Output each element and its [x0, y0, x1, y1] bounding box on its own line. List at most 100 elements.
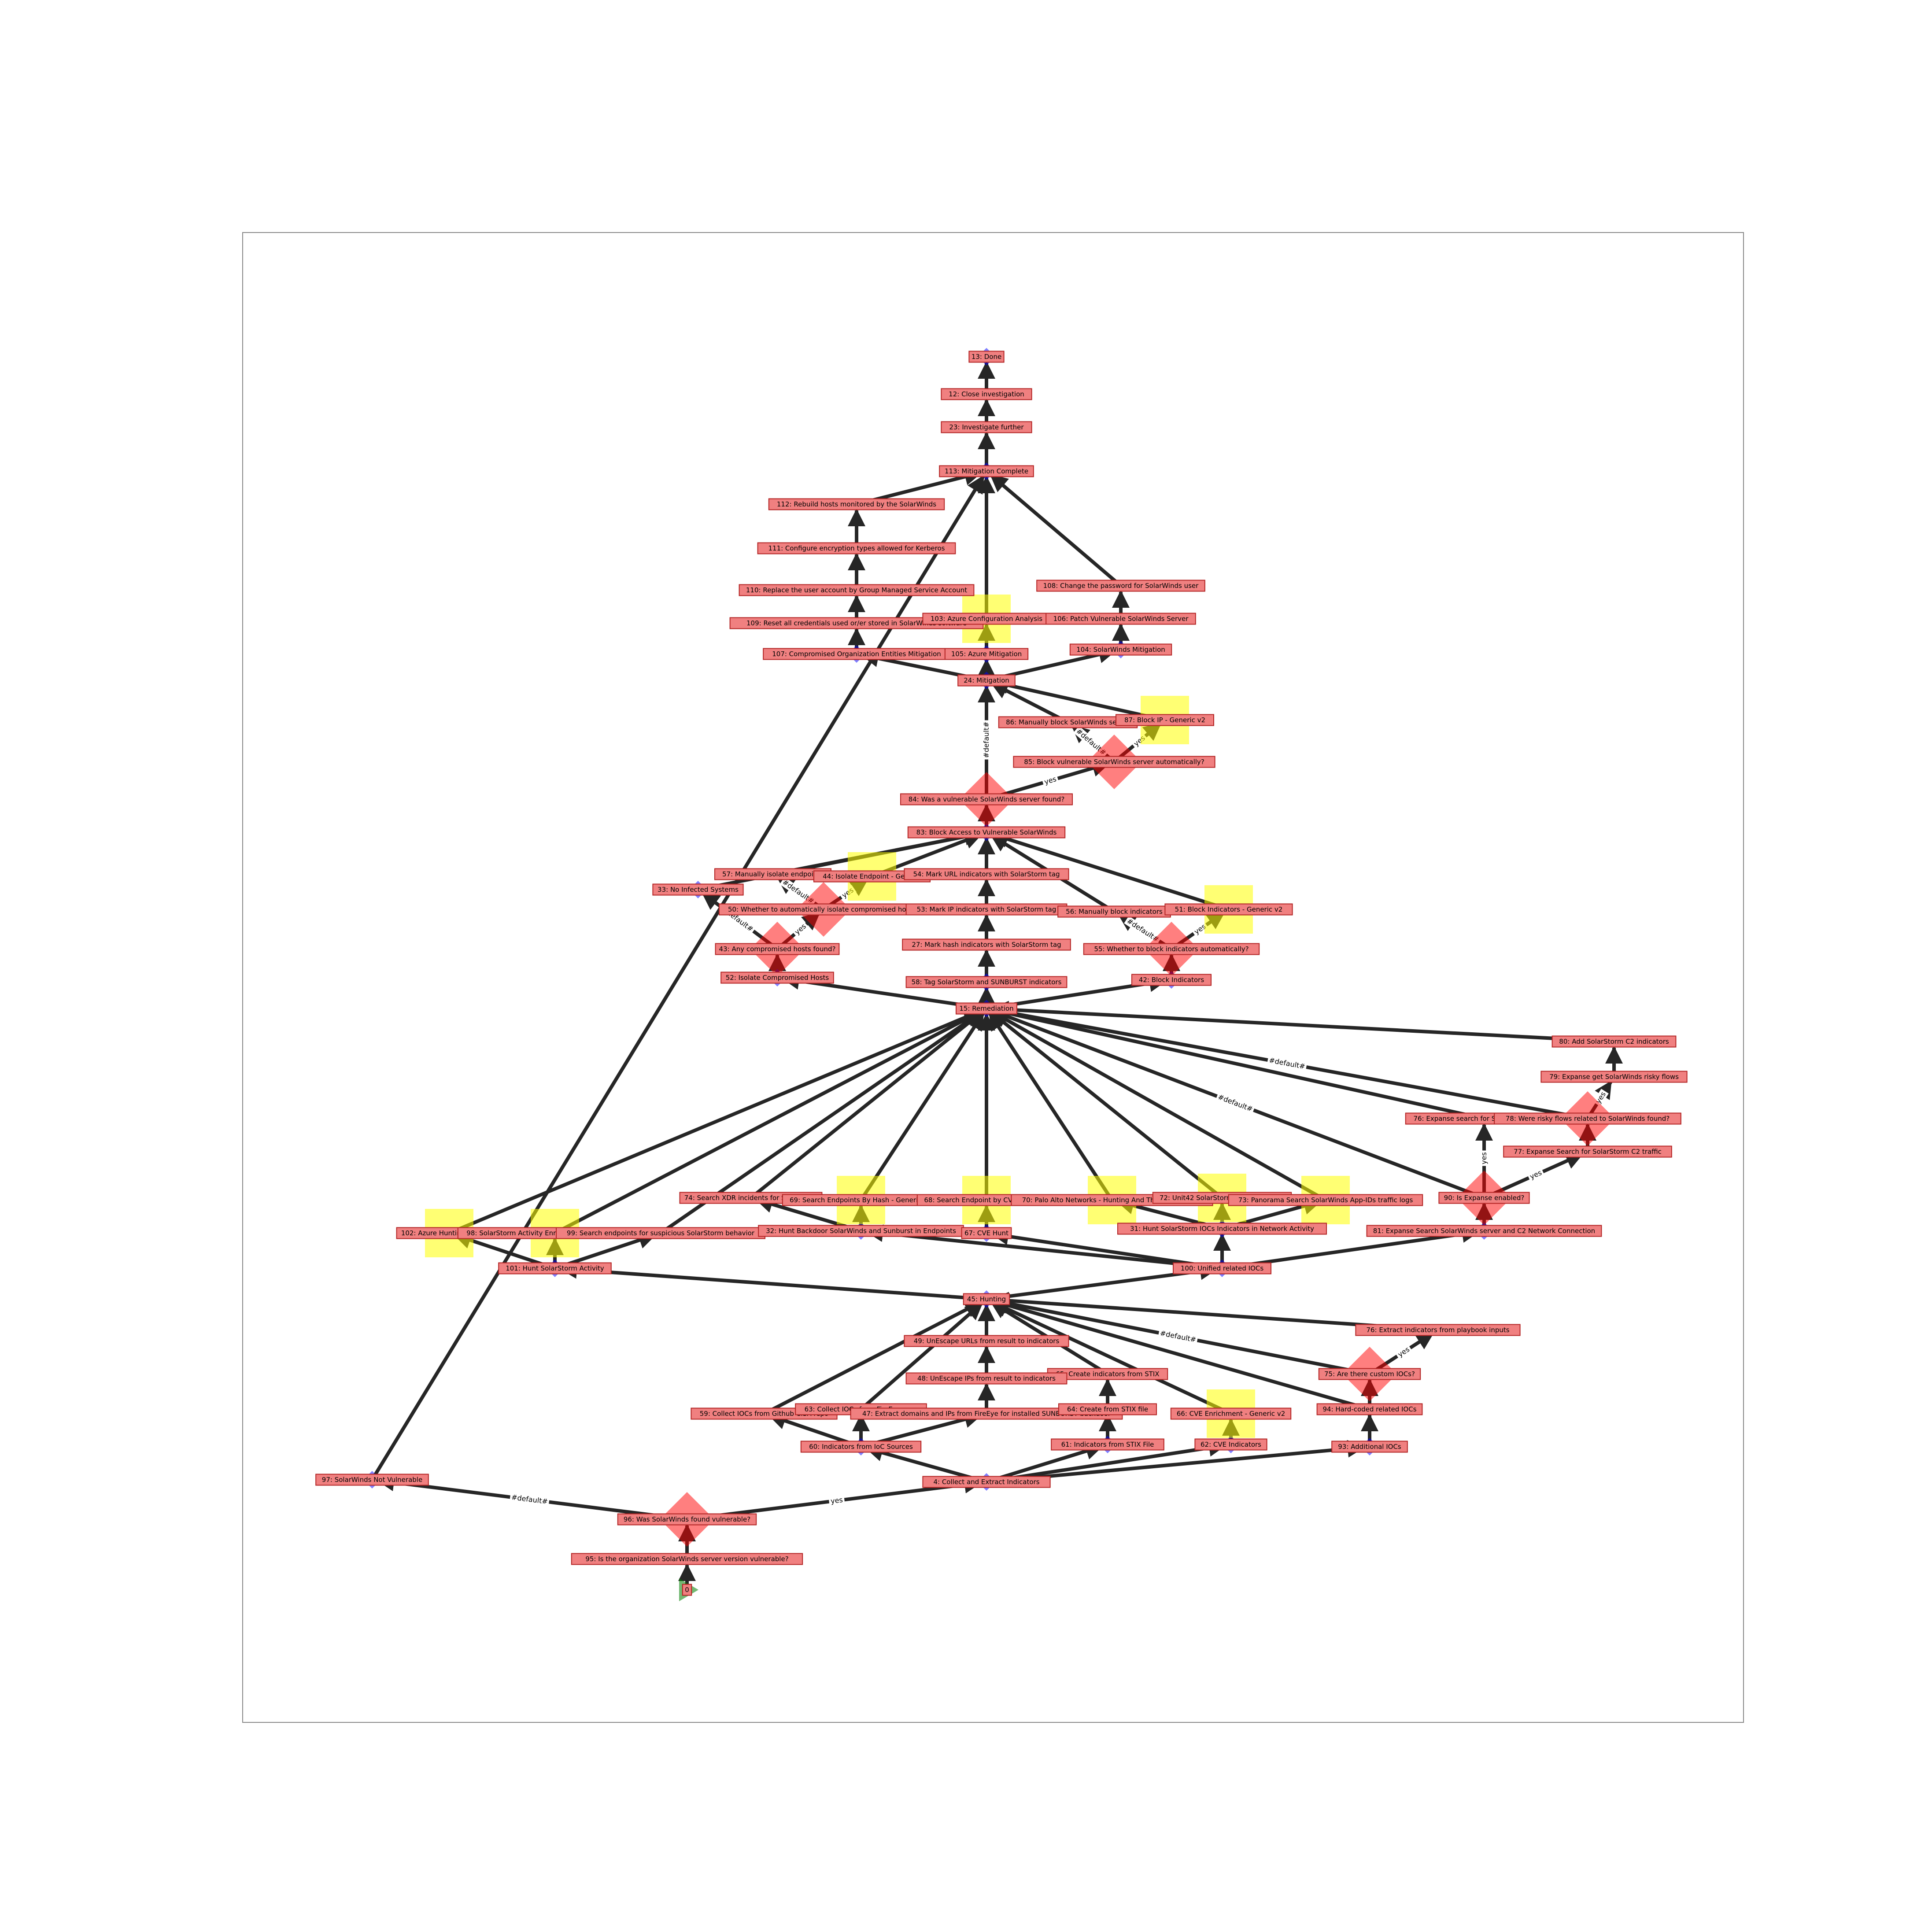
node-78: 78: Were risky flows related to SolarWin…	[1494, 1112, 1681, 1125]
node-56: 56: Manually block indicators	[1057, 905, 1171, 918]
node-33: 33: No Infected Systems	[652, 883, 744, 896]
node-label: 105: Azure Mitigation	[951, 650, 1022, 658]
node-86: 86: Manually block SolarWinds server	[998, 716, 1138, 728]
edge-label-bg	[1124, 916, 1162, 945]
node-label: 57: Manually isolate endpoints	[722, 870, 824, 878]
node-label: 13: Done	[972, 353, 1001, 361]
edge-label-text: #default#	[1268, 1056, 1306, 1071]
edge-label: #default#	[1215, 1092, 1256, 1115]
node-label: 48: UnEscape IPs from result to indicato…	[917, 1374, 1056, 1382]
edge-label-bg	[1158, 1328, 1198, 1345]
node-label: 77: Expanse Search for SolarStorm C2 tra…	[1514, 1148, 1662, 1156]
node-label: 45: Hunting	[967, 1295, 1006, 1303]
node-label: 95: Is the organization SolarWinds serve…	[585, 1555, 788, 1563]
node-label-bg	[957, 674, 1016, 687]
node-80: 80: Add SolarStorm C2 indicators	[1552, 1035, 1677, 1048]
node-label: 54: Mark URL indicators with SolarStorm …	[913, 870, 1060, 878]
node-label: 94: Hard-coded related IOCs	[1322, 1405, 1416, 1413]
edge-label: #default#	[1158, 1328, 1198, 1345]
node-label: 110: Replace the user account by Group M…	[746, 586, 967, 594]
node-43: 43: Any compromised hosts found?	[715, 943, 840, 955]
node-label-bg	[571, 1553, 803, 1565]
node-label-bg	[1058, 1403, 1157, 1415]
node-label-bg	[556, 1227, 765, 1239]
node-label-bg	[1228, 1194, 1423, 1206]
diagram-frame	[242, 232, 1744, 1723]
edge-label-bg	[510, 1492, 550, 1507]
node-label: 111: Configure encryption types allowed …	[768, 544, 945, 552]
node-13: 13: Done	[968, 351, 1005, 363]
edge-87-to-24	[990, 676, 1165, 722]
node-label-bg	[905, 903, 1068, 916]
node-label: 31: Hunt SolarStorm IOCs Indicators in N…	[1130, 1225, 1314, 1233]
edge-label-bg	[828, 1495, 845, 1506]
node-15: 15: Remediation	[956, 1002, 1017, 1015]
node-label-bg	[1069, 643, 1172, 656]
node-60: 60: Indicators from IoC Sources	[800, 1441, 922, 1453]
node-label-bg	[1131, 974, 1212, 986]
node-label-bg	[1366, 1225, 1602, 1237]
node-label-bg	[1164, 903, 1293, 916]
node-label: 112: Rebuild hosts monitored by the Sola…	[777, 500, 936, 508]
edge-label-text: yes	[830, 1496, 843, 1505]
edge-label-bg	[1267, 1056, 1308, 1071]
node-label: 79: Expanse get SolarWinds risky flows	[1549, 1073, 1679, 1081]
node-label-bg	[1083, 943, 1260, 955]
edge-label: #default#	[510, 1492, 550, 1507]
node-94: 94: Hard-coded related IOCs	[1316, 1403, 1423, 1415]
node-0: 0	[682, 1584, 692, 1596]
edge-59-to-45	[763, 1300, 983, 1415]
node-112: 112: Rebuild hosts monitored by the Sola…	[768, 498, 945, 510]
node-label-bg	[1045, 613, 1196, 625]
node-4: 4: Collect and Extract Indicators	[922, 1476, 1051, 1488]
edge-label-text: #default#	[1159, 1329, 1197, 1344]
node-label: 50: Whether to automatically isolate com…	[728, 905, 919, 913]
node-label-bg	[498, 1262, 612, 1274]
edge-94-to-45	[990, 1297, 1371, 1411]
node-label-bg	[922, 1476, 1051, 1488]
node-label: 66: CVE Enrichment - Generic v2	[1177, 1410, 1286, 1418]
node-108: 108: Change the password for SolarWinds …	[1036, 580, 1205, 592]
node-104: 104: SolarWinds Mitigation	[1069, 643, 1172, 656]
node-57: 57: Manually isolate endpoints	[714, 868, 831, 880]
node-label: 106: Patch Vulnerable SolarWinds Server	[1053, 615, 1189, 623]
node-label: 104: SolarWinds Mitigation	[1076, 646, 1165, 654]
node-label-bg	[961, 1227, 1012, 1239]
node-65: 65: Create indicators from STIX	[1047, 1368, 1168, 1380]
edge-label-bg	[1042, 774, 1059, 787]
node-label: 67: CVE Hunt	[964, 1229, 1008, 1237]
node-66: 66: CVE Enrichment - Generic v2	[1170, 1407, 1292, 1420]
edge-label-bg	[1527, 1167, 1545, 1182]
node-label: 51: Block Indicators - Generic v2	[1175, 905, 1283, 913]
edge-label-text: #default#	[1217, 1093, 1254, 1113]
node-label-bg	[939, 465, 1034, 477]
node-84: 84: Was a vulnerable SolarWinds server f…	[900, 793, 1073, 805]
edge-97-to-113	[370, 475, 985, 1481]
node-label: 100: Unified related IOCs	[1181, 1264, 1264, 1272]
node-87: 87: Block IP - Generic v2	[1116, 714, 1214, 726]
node-label: 44: Isolate Endpoint - Generic	[823, 872, 921, 880]
node-label-bg	[1173, 1262, 1271, 1274]
node-label: 62: CVE Indicators	[1201, 1441, 1261, 1448]
edge-98-to-15	[554, 1009, 983, 1235]
node-label-bg	[1318, 1368, 1421, 1380]
node-label: 90: Is Expanse enabled?	[1444, 1194, 1525, 1202]
node-label: 87: Block IP - Generic v2	[1124, 716, 1205, 724]
node-48: 48: UnEscape IPs from result to indicato…	[905, 1372, 1068, 1385]
node-label-bg	[768, 498, 945, 510]
node-label: 99: Search endpoints for suspicious Sola…	[567, 1229, 755, 1237]
node-label-bg	[1316, 1403, 1423, 1415]
node-label: 53: Mark IP indicators with SolarStorm t…	[917, 905, 1057, 913]
node-label: 47: Extract domains and IPs from FireEye…	[862, 1410, 1111, 1418]
node-label: 24: Mitigation	[964, 676, 1009, 684]
node-label: 56: Manually block indicators	[1066, 908, 1163, 916]
node-label-bg	[904, 868, 1069, 880]
edge-102-to-15	[448, 1008, 983, 1235]
edge-76-to-15	[990, 1005, 1485, 1120]
node-45: 45: Hunting	[963, 1293, 1010, 1305]
node-62: 62: CVE Indicators	[1194, 1438, 1267, 1451]
node-label-bg	[905, 1372, 1068, 1385]
node-label: 113: Mitigation Complete	[945, 467, 1028, 475]
edge-label: #default#	[1267, 1056, 1308, 1071]
node-label-bg	[968, 351, 1005, 363]
